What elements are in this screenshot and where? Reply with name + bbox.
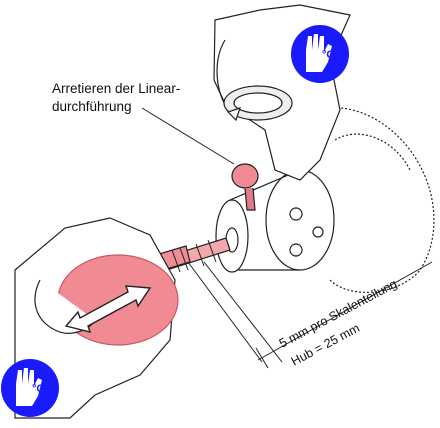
callout-text: Arretieren der Linear- durchführung [52, 80, 180, 116]
callout-line-1: Arretieren der Linear- [52, 80, 180, 98]
svg-text:°C: °C [322, 49, 334, 61]
feedthrough-body [216, 170, 334, 272]
protective-gloves-badge: °C [1, 359, 59, 417]
rotation-arrow-icon [224, 86, 292, 120]
protective-gloves-badge: °C [291, 25, 349, 83]
svg-text:°C: °C [32, 383, 44, 395]
callout-line-2: durchführung [52, 98, 180, 116]
callout-leader [142, 108, 234, 164]
